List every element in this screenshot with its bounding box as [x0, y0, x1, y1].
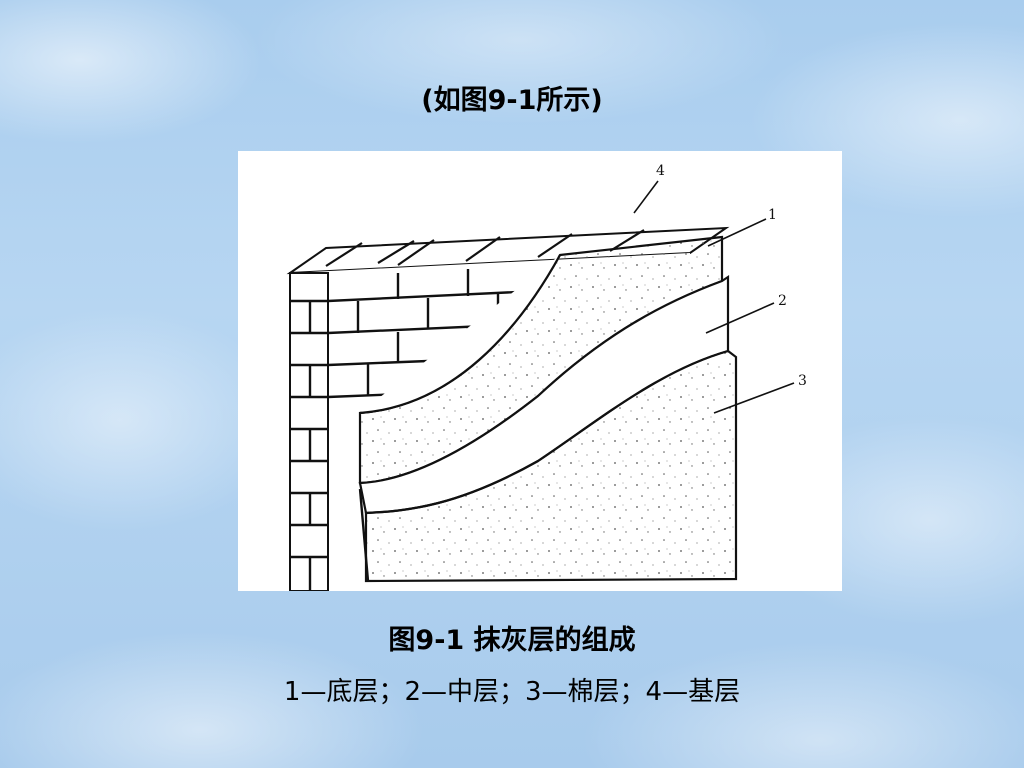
plaster-layers-figure: 4 1 2 3: [238, 151, 842, 591]
slide-heading: (如图9-1所示): [421, 85, 603, 116]
figure-caption: 图9-1 抹灰层的组成: [388, 625, 636, 656]
figure-legend: 1—底层；2—中层；3—棉层；4—基层: [283, 677, 741, 707]
callout-label-3: 3: [798, 373, 807, 389]
plaster-layers-diagram: 4 1 2 3: [286, 163, 807, 591]
callout-label-2: 2: [778, 293, 787, 309]
layer-3-finish-coat: [364, 349, 738, 583]
callout-label-4: 4: [656, 163, 665, 179]
callout-label-1: 1: [768, 207, 777, 223]
callout-lines: [633, 180, 795, 414]
